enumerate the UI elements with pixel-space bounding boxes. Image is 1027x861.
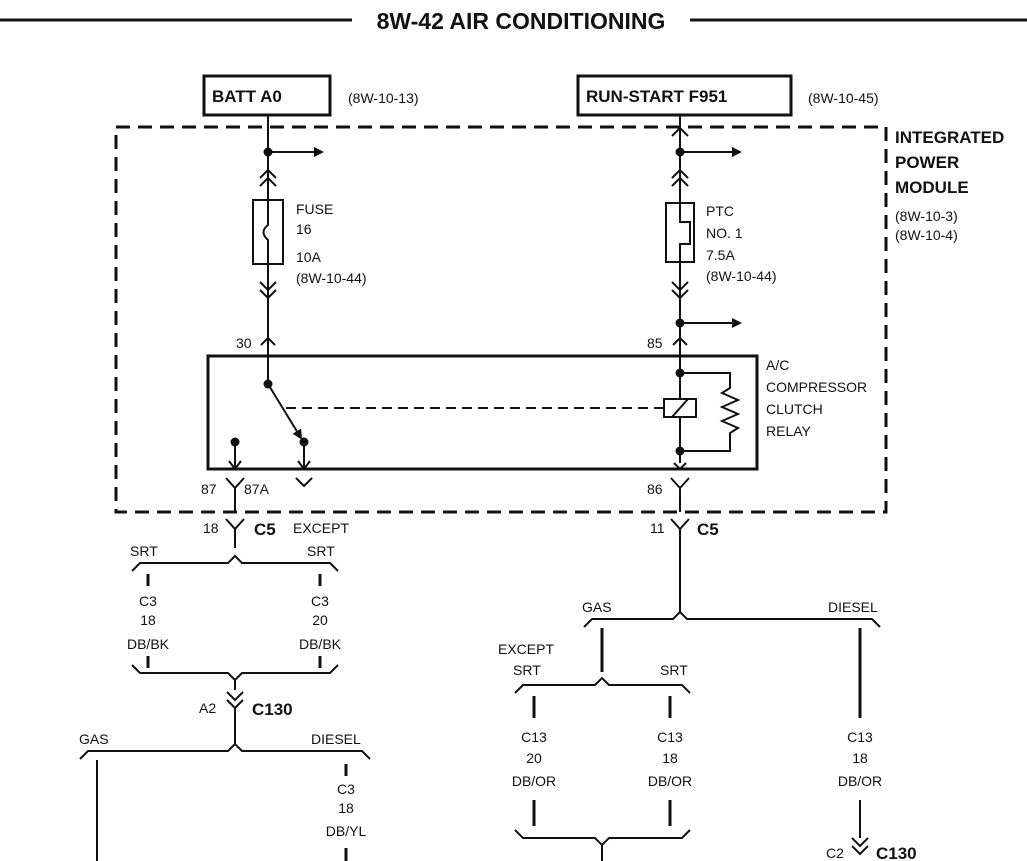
svg-text:NO. 1: NO. 1 [706, 225, 743, 241]
svg-text:C13: C13 [847, 729, 873, 745]
svg-text:INTEGRATED: INTEGRATED [895, 128, 1004, 147]
splice-dot [263, 147, 273, 157]
svg-text:C3: C3 [311, 593, 329, 609]
svg-text:DB/BK: DB/BK [299, 636, 342, 652]
relay-bottom-pins: 87 87A 86 [201, 477, 690, 512]
svg-text:DB/YL: DB/YL [326, 823, 367, 839]
c130-left-pin: A2 [199, 700, 216, 716]
svg-text:18: 18 [338, 800, 354, 816]
right-wire-c13-20: C13 20 DB/OR [512, 729, 556, 789]
svg-text:POWER: POWER [895, 153, 959, 172]
svg-text:MODULE: MODULE [895, 178, 969, 197]
right-wire-c13-18-srt: C13 18 DB/OR [648, 729, 692, 789]
batt-label: BATT A0 [212, 87, 282, 106]
left-c5-connector [225, 518, 245, 548]
svg-text:20: 20 [312, 612, 328, 628]
svg-text:86: 86 [647, 481, 663, 497]
fuse-16: FUSE 16 10A (8W-10-44) [252, 199, 367, 286]
ac-compressor-clutch-relay: A/C COMPRESSOR CLUTCH RELAY [206, 354, 867, 471]
c5-left-label: C5 [254, 520, 276, 539]
svg-text:18: 18 [140, 612, 156, 628]
left-diesel: DIESEL [311, 731, 361, 747]
svg-text:DB/OR: DB/OR [512, 773, 556, 789]
svg-text:C3: C3 [139, 593, 157, 609]
svg-text:7.5A: 7.5A [706, 247, 735, 263]
svg-text:20: 20 [526, 750, 542, 766]
svg-text:18: 18 [662, 750, 678, 766]
right-c5-connector [514, 518, 881, 861]
splice-dot [675, 147, 685, 157]
left-srt: SRT [130, 543, 158, 559]
ipm-boundary [114, 125, 888, 514]
right-wire-c13-18-diesel: C13 18 DB/OR [838, 729, 882, 789]
left-wire-c3-18: C3 18 DB/BK [127, 593, 170, 652]
svg-text:C13: C13 [657, 729, 683, 745]
svg-text:(8W-10-44): (8W-10-44) [296, 270, 367, 286]
svg-text:C13: C13 [521, 729, 547, 745]
svg-text:87A: 87A [244, 481, 270, 497]
ptc-no1: PTC NO. 1 7.5A (8W-10-44) [665, 202, 777, 284]
svg-text:(8W-10-3): (8W-10-3) [895, 208, 958, 224]
right-diesel: DIESEL [828, 599, 878, 615]
svg-text:A/C: A/C [766, 357, 789, 373]
run-start-label: RUN-START F951 [586, 87, 727, 106]
pin-85-label: 85 [647, 335, 663, 351]
svg-text:PTC: PTC [706, 203, 734, 219]
right-except-2: SRT [513, 662, 541, 678]
svg-text:18: 18 [852, 750, 868, 766]
c5-right-label: C5 [697, 520, 719, 539]
source-run-start: RUN-START F951 (8W-10-45) [576, 74, 879, 117]
title-bar: 8W-42 AIR CONDITIONING [0, 8, 1027, 34]
left-except-2: SRT [307, 543, 335, 559]
svg-text:DB/BK: DB/BK [127, 636, 170, 652]
svg-text:10A: 10A [296, 249, 322, 265]
c130-right-pin: C2 [826, 845, 844, 861]
svg-text:16: 16 [296, 221, 312, 237]
right-srt: SRT [660, 662, 688, 678]
pin-30-label: 30 [236, 335, 252, 351]
svg-text:FUSE: FUSE [296, 201, 333, 217]
right-except-1: EXCEPT [498, 641, 554, 657]
source-batt: BATT A0 (8W-10-13) [202, 74, 419, 117]
ipm-label: INTEGRATED POWER MODULE (8W-10-3) (8W-10… [895, 128, 1004, 243]
svg-text:(8W-10-44): (8W-10-44) [706, 268, 777, 284]
batt-ref: (8W-10-13) [348, 90, 419, 106]
svg-text:(8W-10-4): (8W-10-4) [895, 227, 958, 243]
svg-text:COMPRESSOR: COMPRESSOR [766, 379, 867, 395]
c130-left-label: C130 [252, 700, 293, 719]
svg-text:DB/OR: DB/OR [838, 773, 882, 789]
svg-text:DB/OR: DB/OR [648, 773, 692, 789]
left-gas-diesel-brace [79, 742, 371, 861]
right-feed-wire [671, 115, 742, 372]
left-wire-c3-20: C3 20 DB/BK [299, 593, 342, 652]
left-except-1: EXCEPT [293, 520, 349, 536]
c5-left-pin: 18 [203, 520, 219, 536]
run-start-ref: (8W-10-45) [808, 90, 879, 106]
splice-dot [675, 318, 685, 328]
c130-right-label: C130 [876, 844, 917, 861]
left-wire-c3-18-dbyl: C3 18 DB/YL [326, 781, 367, 839]
svg-text:RELAY: RELAY [766, 423, 812, 439]
left-branch-brace-top [131, 554, 339, 744]
svg-text:CLUTCH: CLUTCH [766, 401, 823, 417]
right-gas: GAS [582, 599, 612, 615]
c5-right-pin: 11 [650, 520, 665, 536]
svg-text:C3: C3 [337, 781, 355, 797]
left-gas: GAS [79, 731, 109, 747]
svg-text:87: 87 [201, 481, 217, 497]
diagram-title: 8W-42 AIR CONDITIONING [377, 8, 666, 34]
